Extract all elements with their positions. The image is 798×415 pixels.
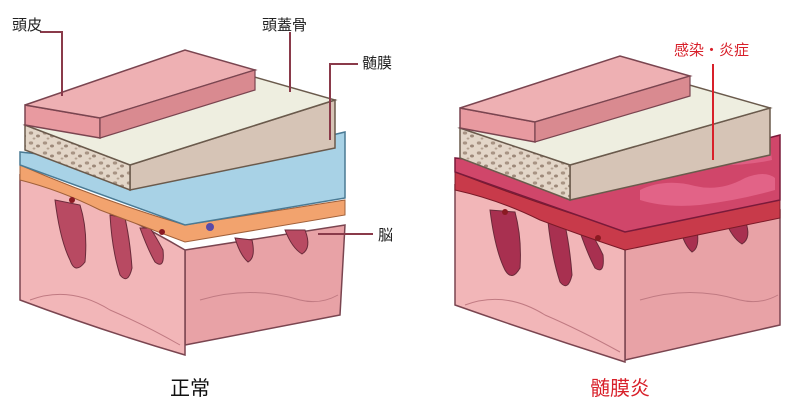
vessel-dot: [502, 209, 508, 215]
gyri-detail: [199, 292, 339, 303]
label-meninges: 髄膜: [362, 54, 392, 72]
normal-block: [19, 49, 346, 357]
sulcus: [54, 199, 87, 269]
meningitis-block: [454, 55, 781, 364]
sulcus: [139, 227, 164, 265]
caption-normal: 正常: [170, 376, 210, 400]
vessel-dot: [159, 229, 165, 235]
gyri-detail: [639, 292, 779, 303]
sulcus: [109, 214, 133, 280]
leader-scalp: [40, 31, 63, 96]
label-skull: 頭蓋骨: [262, 16, 307, 34]
subarachnoid-layer: [19, 164, 346, 243]
vessel-dot: [69, 197, 75, 203]
scalp-side-face: [99, 69, 256, 139]
label-brain: 脳: [378, 226, 393, 244]
vessel-dot: [595, 235, 601, 241]
label-infection: 感染・炎症: [674, 41, 749, 59]
sulcus: [284, 229, 309, 255]
inflammation-patch: [640, 174, 775, 206]
brain-side-face: [184, 224, 346, 346]
scalp-side-face: [534, 75, 691, 143]
label-scalp: 頭皮: [12, 16, 42, 34]
gyri-detail: [29, 293, 181, 346]
gyri-detail: [464, 298, 621, 353]
caption-meningitis: 髄膜炎: [590, 376, 650, 400]
inflamed-subarachnoid-layer: [454, 171, 781, 251]
sulcus: [547, 221, 573, 287]
sulcus: [489, 209, 521, 276]
leader-lines: [40, 31, 714, 235]
sulcus: [234, 237, 254, 263]
vessel-dot: [206, 223, 214, 231]
leader-meninges: [329, 63, 358, 140]
